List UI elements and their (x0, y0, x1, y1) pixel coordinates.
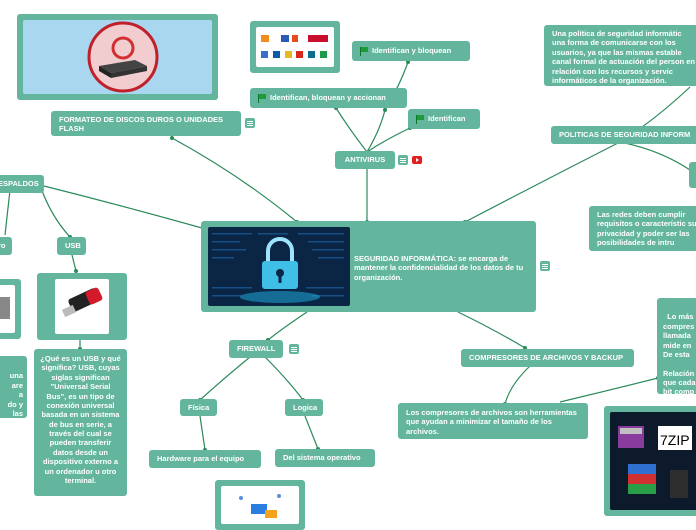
politicas-label: POLITICAS DE SEGURIDAD INFORM (559, 130, 691, 140)
firewall-image-card (215, 480, 305, 530)
firewall-node[interactable]: FIREWALL (229, 340, 283, 358)
sistema-operativo-label: Del sistema operativo (283, 453, 361, 463)
youtube-icon[interactable] (412, 156, 422, 164)
note-icon[interactable] (289, 344, 299, 354)
identifican-bloquean-label: Identifican y bloquean (372, 46, 452, 56)
politicas-node[interactable]: POLITICAS DE SEGURIDAD INFORM (551, 126, 696, 144)
compression-software-image: 7ZIP (618, 426, 692, 498)
logica-label: Logica (293, 402, 318, 412)
compression-image-card: 7ZIP (604, 406, 696, 516)
note-icon[interactable] (398, 155, 408, 165)
flag-icon (360, 46, 368, 56)
padlock-image (208, 227, 350, 306)
fisica-node[interactable]: Física (180, 399, 217, 416)
left-partial-text-node[interactable]: una are a do y las (0, 356, 27, 418)
note-icon[interactable] (540, 261, 550, 271)
hardware-label: Hardware para el equipo (157, 454, 245, 464)
flag-icon (258, 93, 266, 103)
redes-description: Las redes deben cumplir requisitos o car… (597, 210, 696, 248)
politica-description: Una política de seguridad informátic una… (552, 29, 695, 85)
identifican-label: Identifican (428, 114, 466, 124)
compresores-label: COMPRESORES DE ARCHIVOS Y BACKUP (469, 353, 624, 363)
usb-description: ¿Qué es un USB y qué significa? USB, cuy… (40, 354, 121, 485)
identifican-bloquean-node[interactable]: Identifican y bloquean (352, 41, 470, 61)
seguridad-informatica-node[interactable]: SEGURIDAD INFORMÁTICA: se encarga de man… (201, 221, 536, 312)
politicas-sub-node[interactable] (689, 162, 696, 188)
firewall-label: FIREWALL (237, 344, 276, 354)
firewall-image (239, 494, 281, 518)
identifican-bloquean-accionan-label: Identifican, bloquean y accionan (270, 93, 386, 103)
compresores-description: Los compresores de archivos son herramie… (406, 408, 577, 436)
hardware-node[interactable]: Hardware para el equipo (149, 450, 261, 468)
compresores-node[interactable]: COMPRESORES DE ARCHIVOS Y BACKUP (461, 349, 634, 367)
left-partial-image-card (0, 279, 21, 339)
formateo-label: FORMATEO DE DISCOS DUROS O UNIDADES FLAS… (59, 115, 224, 134)
usb-node[interactable]: USB (57, 237, 86, 255)
respaldos-node[interactable]: ESPALDOS (0, 175, 44, 193)
usb-image-card (37, 273, 127, 340)
logica-node[interactable]: Logica (285, 399, 323, 416)
fisica-label: Física (188, 402, 210, 412)
antivirus-logos-image (261, 35, 328, 58)
antivirus-node[interactable]: ANTIVIRUS (335, 151, 395, 169)
redes-description-node[interactable]: Las redes deben cumplir requisitos o car… (589, 206, 696, 251)
antivirus-label: ANTIVIRUS (344, 155, 386, 165)
politica-description-node[interactable]: Una política de seguridad informátic una… (544, 25, 696, 86)
flag-icon (416, 114, 424, 124)
hard-drive-small-image (0, 297, 10, 319)
ro-label: ro (0, 241, 6, 251)
seguridad-informatica-label: SEGURIDAD INFORMÁTICA: se encarga de man… (354, 254, 524, 282)
formateo-node[interactable]: FORMATEO DE DISCOS DUROS O UNIDADES FLAS… (51, 111, 241, 136)
zip-logo-text: 7ZIP (660, 432, 690, 448)
ro-node[interactable]: ro (0, 237, 12, 255)
identifican-node[interactable]: Identifican (408, 109, 480, 129)
sistema-operativo-node[interactable]: Del sistema operativo (275, 449, 375, 467)
usb-drive-image (61, 287, 103, 318)
hard-drive-image (87, 21, 159, 93)
compresores-description-node[interactable]: Los compresores de archivos son herramie… (398, 403, 588, 439)
note-icon[interactable] (245, 118, 255, 128)
usb-description-node[interactable]: ¿Qué es un USB y qué significa? USB, cuy… (34, 349, 127, 496)
compresores-right-node[interactable]: Lo más l compres llamada mide en De esta… (657, 298, 696, 394)
usb-label: USB (65, 241, 81, 251)
antivirus-logos-card (250, 21, 340, 73)
respaldos-label: ESPALDOS (0, 179, 39, 189)
left-partial-text: una are a do y las (7, 371, 23, 418)
compresores-right-text: Lo más l compres llamada mide en De esta… (663, 312, 696, 394)
identifican-bloquean-accionan-node[interactable]: Identifican, bloquean y accionan (250, 88, 407, 108)
hard-drive-image-card (17, 14, 218, 100)
